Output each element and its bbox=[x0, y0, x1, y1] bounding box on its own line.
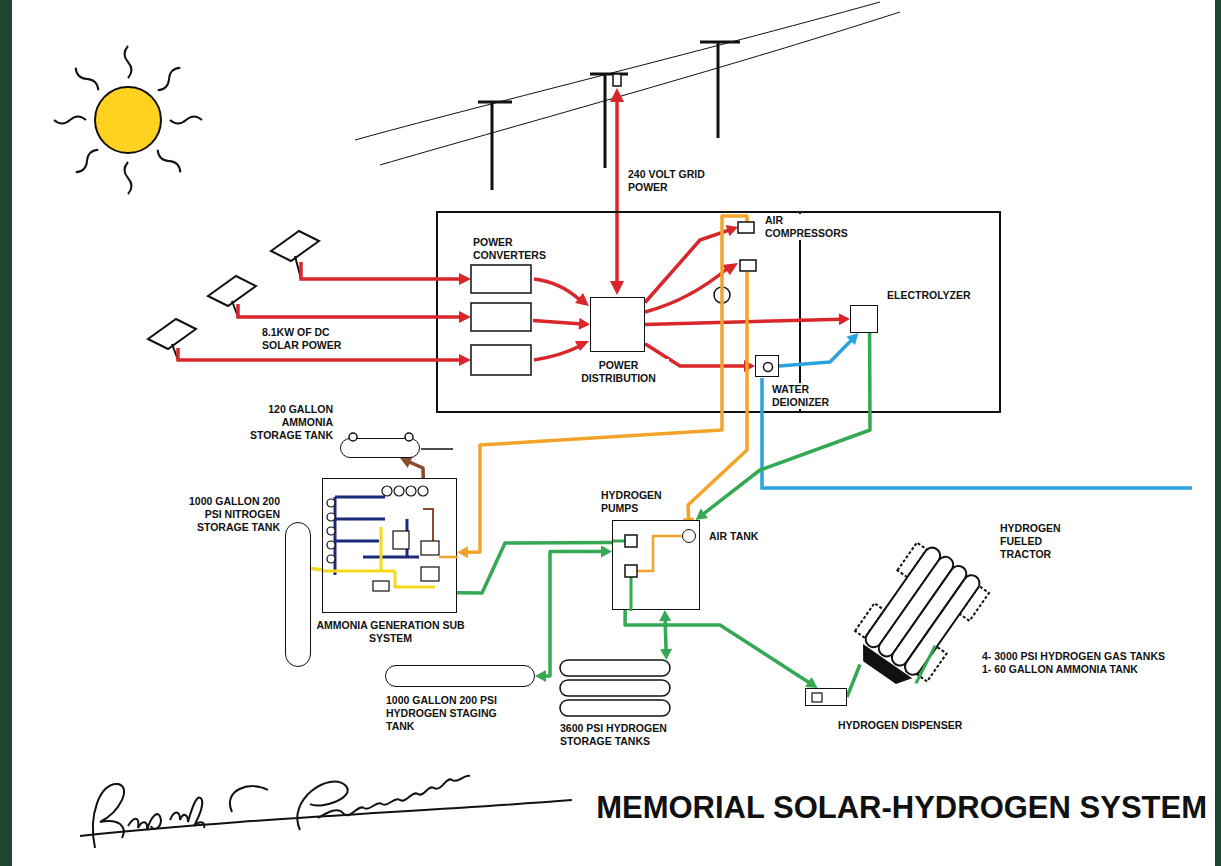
arrowhead bbox=[579, 318, 590, 330]
arrowhead bbox=[457, 546, 468, 558]
node-label: 1- 60 GALLON AMMONIA TANK bbox=[982, 663, 1138, 676]
water-deionizer: WATER DEIONIZER bbox=[755, 355, 779, 377]
node-label: POWER DISTRIBUTION bbox=[569, 359, 669, 385]
connector-line bbox=[779, 339, 853, 366]
electrolyzer-box: ELECTROLYZER bbox=[850, 305, 878, 333]
pipe-connector bbox=[457, 216, 747, 558]
conv-drawing bbox=[470, 265, 533, 376]
signature bbox=[80, 776, 572, 848]
pipe-connector bbox=[311, 568, 322, 569]
connector-line bbox=[645, 230, 730, 303]
connector-line bbox=[543, 552, 604, 677]
connector-line bbox=[702, 333, 870, 515]
arrowhead bbox=[805, 677, 817, 688]
arrowhead bbox=[846, 333, 858, 345]
pipe-connector bbox=[400, 457, 423, 478]
ammonia-generation-box: AMMONIA GENERATION SUB SYSTEM bbox=[322, 478, 457, 613]
arrowhead bbox=[535, 670, 546, 682]
connector-line bbox=[665, 618, 666, 652]
air-compressors: AIR COMPRESSORS bbox=[738, 222, 756, 272]
connector-line bbox=[645, 319, 842, 324]
pipe-connector bbox=[659, 610, 672, 660]
sun bbox=[54, 46, 202, 194]
node-label: WATER DEIONIZER bbox=[772, 383, 844, 409]
arrowhead bbox=[726, 225, 738, 236]
hydrogen-dispenser: HYDROGEN DISPENSER bbox=[805, 688, 847, 706]
note-label: 240 VOLT GRID POWER bbox=[628, 168, 708, 194]
power-distribution-box: POWER DISTRIBUTION bbox=[590, 297, 645, 352]
hydrogen-pumps-box: HYDROGEN PUMPSAIR TANK bbox=[612, 520, 700, 610]
connector-line bbox=[847, 665, 860, 698]
disp-drawing bbox=[806, 689, 848, 707]
water-supply-line bbox=[762, 378, 1192, 488]
pipe-connector bbox=[683, 272, 747, 529]
power-feed-arrowheads bbox=[575, 263, 738, 351]
arrowhead bbox=[696, 509, 708, 520]
node-label: AIR TANK bbox=[709, 530, 758, 543]
arrowhead bbox=[659, 610, 671, 621]
connector-line bbox=[407, 461, 423, 478]
node-label: ELECTROLYZER bbox=[887, 289, 971, 302]
amm-drawing bbox=[323, 479, 458, 614]
nitrogen-storage-tank: 1000 GALLON 200 PSI NITROGEN STORAGE TAN… bbox=[285, 522, 311, 667]
deion-drawing bbox=[756, 356, 780, 378]
power-lines bbox=[355, 2, 900, 190]
arrowhead bbox=[400, 457, 412, 468]
pipe-connector bbox=[847, 665, 860, 698]
air-tank: AIR TANK bbox=[682, 529, 696, 543]
stor-drawing bbox=[560, 660, 672, 716]
node-label: HYDROGEN PUMPS bbox=[601, 489, 673, 515]
connector-line bbox=[688, 272, 747, 521]
connector-line bbox=[465, 216, 747, 552]
pipe-connector bbox=[533, 318, 590, 330]
node-label: HYDROGEN DISPENSER bbox=[838, 719, 962, 732]
node-label: AIR COMPRESSORS bbox=[765, 214, 855, 240]
node-label: 3600 PSI HYDROGEN STORAGE TANKS bbox=[560, 722, 672, 748]
arrowhead bbox=[660, 649, 672, 660]
hydrogen-storage-tanks: 3600 PSI HYDROGEN STORAGE TANKS bbox=[560, 660, 672, 716]
note-label: 8.1KW OF DC SOLAR POWER bbox=[262, 326, 352, 352]
arrowhead bbox=[601, 546, 612, 558]
diagram-title: MEMORIAL SOLAR-HYDROGEN SYSTEM bbox=[596, 790, 1207, 826]
node-label: 1000 GALLON 200 PSI HYDROGEN STAGING TAN… bbox=[386, 694, 511, 732]
pipe-connector bbox=[645, 225, 738, 303]
equipment-enclosure bbox=[437, 212, 1000, 412]
power-feed-lines bbox=[534, 268, 728, 360]
connector-line bbox=[311, 568, 322, 569]
node-label: AMMONIA GENERATION SUB SYSTEM bbox=[316, 619, 466, 645]
comp-drawing bbox=[738, 222, 756, 272]
grid-power-arrow bbox=[610, 88, 624, 295]
node-label: POWER CONVERTERS bbox=[473, 236, 558, 262]
solar-feed-lines bbox=[178, 262, 462, 360]
hydrogen-staging-tank: 1000 GALLON 200 PSI HYDROGEN STAGING TAN… bbox=[385, 665, 535, 687]
hydrogen-tractor: HYDROGEN FUELED TRACTOR4- 3000 PSI HYDRO… bbox=[860, 520, 990, 690]
node-label: 4- 3000 PSI HYDROGEN GAS TANKS bbox=[982, 650, 1165, 663]
node-label: 1000 GALLON 200 PSI NITROGEN STORAGE TAN… bbox=[180, 495, 280, 533]
ntank-drawing bbox=[341, 439, 421, 459]
node-label: 120 GALLON AMMONIA STORAGE TANK bbox=[243, 403, 333, 441]
ammonia-storage-tank: 120 GALLON AMMONIA STORAGE TANK bbox=[340, 438, 420, 458]
node-label: HYDROGEN FUELED TRACTOR bbox=[1000, 522, 1078, 560]
pipe-connector bbox=[779, 333, 858, 366]
tractor-drawing bbox=[860, 520, 990, 690]
arrowhead bbox=[839, 313, 850, 325]
solar-feed-arrowheads bbox=[459, 273, 471, 366]
connector-line bbox=[533, 321, 582, 324]
power-converters: POWER CONVERTERS bbox=[470, 265, 533, 376]
